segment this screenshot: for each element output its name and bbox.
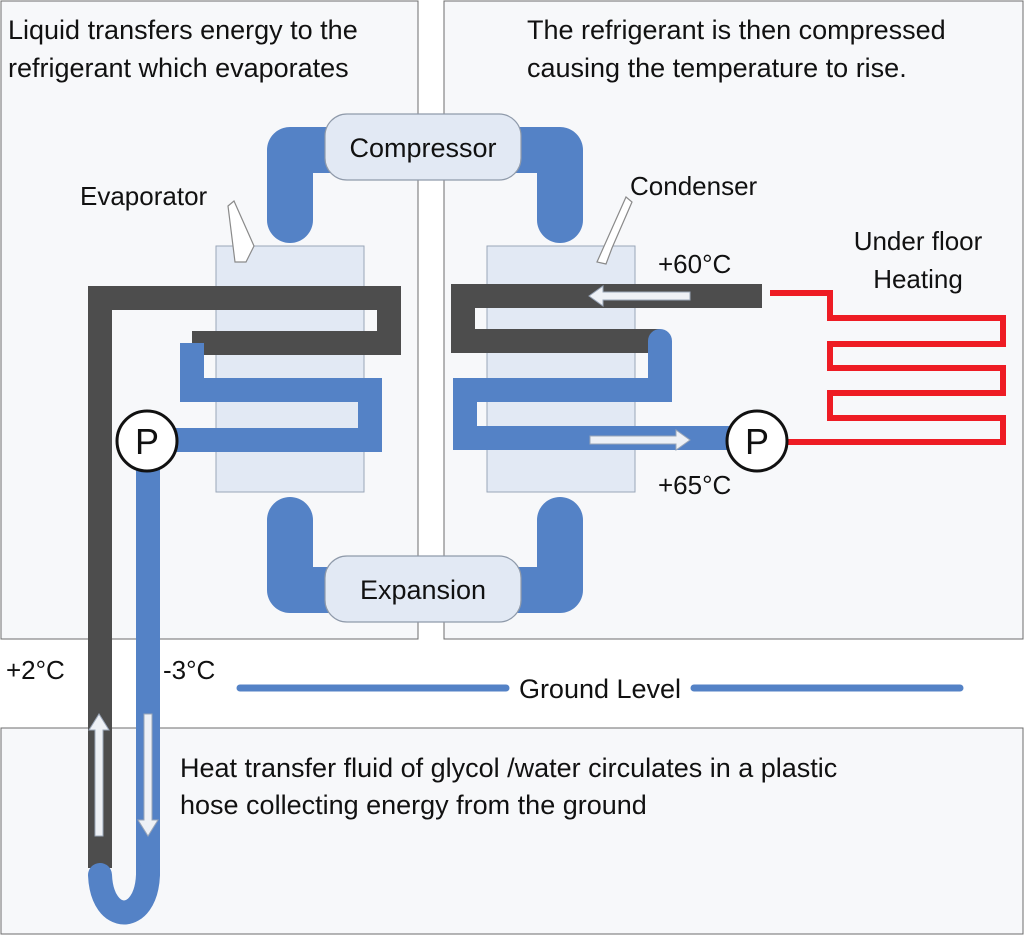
pipe-compressor-to-condenser <box>482 127 583 243</box>
evaporator-pointer-icon <box>227 200 255 263</box>
ground-panel <box>0 727 1024 935</box>
temp-ground-up: +2°C <box>6 655 65 685</box>
ground-loop-return-pipe <box>88 286 401 868</box>
flow-arrow-icon <box>137 713 159 837</box>
flow-arrows <box>88 285 691 837</box>
pump-icon <box>725 409 789 473</box>
evaporator-box <box>215 245 365 493</box>
right-note-line-1: The refrigerant is then compressed <box>527 15 946 45</box>
evaporator-label: Evaporator <box>80 181 208 211</box>
condenser-blue-coil <box>453 329 752 450</box>
heating-label-line-2: Heating <box>873 264 963 294</box>
condenser-box <box>486 245 636 493</box>
pump-left-label: P <box>135 421 159 462</box>
left-note-line-2: refrigerant which evaporates <box>8 53 349 83</box>
callout-arrows <box>227 196 633 265</box>
flow-arrow-icon <box>88 713 110 837</box>
compressor-label: Compressor <box>349 133 496 163</box>
bottom-note-line-1: Heat transfer fluid of glycol /water cir… <box>180 753 837 783</box>
temp-flow-in: +65°C <box>658 470 731 500</box>
flow-arrow-icon <box>588 285 691 307</box>
evaporator-coil <box>160 343 382 452</box>
compressor-capsule <box>324 113 522 181</box>
flow-arrow-icon <box>589 429 691 451</box>
temp-ground-down: -3°C <box>163 655 215 685</box>
pump-left: P <box>115 409 179 473</box>
underfloor-heating-coil <box>770 290 1006 445</box>
bottom-note-line-2: hose collecting energy from the ground <box>180 790 647 820</box>
right-note-line-2: causing the temperature to rise. <box>527 53 907 83</box>
condenser-label: Condenser <box>630 171 758 201</box>
heating-label-line-1: Under floor <box>854 226 983 256</box>
pump-right-label: P <box>745 421 769 462</box>
pump-right: P <box>725 409 789 473</box>
condenser-pointer-icon <box>596 196 633 265</box>
left-note-line-1: Liquid transfers energy to the <box>8 15 358 45</box>
pump-icon <box>115 409 179 473</box>
temp-flow-out: +60°C <box>658 249 731 279</box>
ground-level-label: Ground Level <box>519 674 681 704</box>
expansion-capsule <box>324 555 522 623</box>
ground-loop-bottom-bend <box>88 863 160 925</box>
expansion-label: Expansion <box>360 575 486 605</box>
